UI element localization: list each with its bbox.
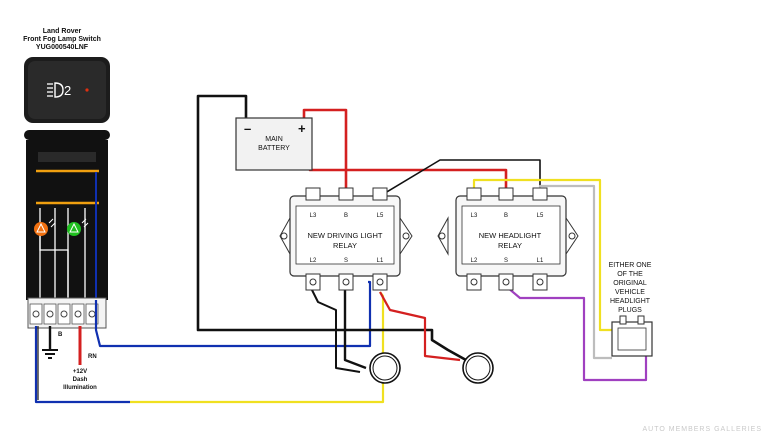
driving-relay-terminal-b: B <box>344 213 348 219</box>
headlight-relay-terminal-l1: L1 <box>537 258 544 264</box>
driving-relay-terminal-l1: L1 <box>377 258 384 264</box>
switch-wire-labels: B RN +12V Dash Illumination <box>58 332 97 391</box>
driving-lamp-2 <box>462 352 494 384</box>
plug-note-line5: HEADLIGHT <box>610 298 651 305</box>
relay-link-wire <box>379 159 541 197</box>
plug-note-line3: ORIGINAL <box>613 280 647 287</box>
headlight-relay-label-line1: NEW HEADLIGHT <box>479 231 542 240</box>
dash-label-line3: Illumination <box>63 385 97 391</box>
dash-label-line1: +12V <box>73 369 87 375</box>
switch-title-line1: Land Rover <box>43 28 82 35</box>
green-led-icon <box>67 218 89 236</box>
plug-note-line4: VEHICLE <box>615 289 645 296</box>
driving-relay-output-wire <box>379 291 461 362</box>
driving-relay-label-line1: NEW DRIVING LIGHT <box>307 231 382 240</box>
switch-title: Land Rover Front Fog Lamp Switch YUG0005… <box>23 28 101 51</box>
driving-relay-label-line2: RELAY <box>333 241 357 250</box>
orange-led-icon <box>34 218 56 236</box>
battery-positive-wire <box>302 108 348 194</box>
driving-lamp-1 <box>369 352 401 384</box>
driving-relay-terminal-l3: L3 <box>310 213 317 219</box>
watermark: AUTO MEMBERS GALLERIES <box>642 426 762 433</box>
headlight-relay-terminal-b: B <box>504 213 508 219</box>
dash-label-line2: Dash <box>73 377 88 383</box>
headlight-relay-terminal-l3: L3 <box>471 213 478 219</box>
plug-note-line1: EITHER ONE <box>609 262 652 269</box>
driving-relay-terminal-s: S <box>344 258 348 264</box>
yellow-wire-headlight <box>472 178 612 332</box>
headlight-feed-wire <box>308 120 508 194</box>
plug-note: EITHER ONE OF THE ORIGINAL VEHICLE HEADL… <box>609 262 652 314</box>
battery-minus-label: – <box>244 121 251 136</box>
driving-relay-s-wire <box>343 290 367 370</box>
blue-wire-to-relay <box>94 280 372 348</box>
battery-label-line1: MAIN <box>265 136 283 143</box>
fog-lamp-rear-number: 2 <box>64 83 71 98</box>
headlight-relay-terminal-l5: L5 <box>537 213 544 219</box>
headlight-relay-terminal-s: S <box>504 258 508 264</box>
switch-front: 2 <box>24 57 110 123</box>
switch-title-line2: Front Fog Lamp Switch <box>23 36 101 43</box>
battery-label-line2: BATTERY <box>258 145 290 152</box>
headlight-relay-label-line2: RELAY <box>498 241 522 250</box>
switch-part-number: YUG000540LNF <box>36 44 89 51</box>
blue-wire-bottom <box>34 326 130 404</box>
headlight-relay: L3 B L5 NEW HEADLIGHT RELAY L2 S L1 <box>437 187 579 291</box>
driving-light-relay: L3 B L5 NEW DRIVING LIGHT RELAY L2 S L1 <box>279 187 413 291</box>
driving-relay-terminal-l2: L2 <box>310 258 317 264</box>
main-battery: – + MAIN BATTERY <box>235 117 313 171</box>
switch-body <box>24 130 110 300</box>
battery-plus-label: + <box>298 121 306 136</box>
driving-relay-terminal-l5: L5 <box>377 213 384 219</box>
driving-relay-l2-wire <box>311 289 361 373</box>
indicator-dot <box>85 88 89 92</box>
headlight-relay-terminal-l2: L2 <box>471 258 478 264</box>
plug-note-line6: PLUGS <box>618 307 642 314</box>
headlight-plug <box>611 315 653 357</box>
switch-connector <box>27 297 107 329</box>
rn-label: RN <box>88 354 97 360</box>
ground-label: B <box>58 332 63 338</box>
battery-negative-wire <box>196 94 467 362</box>
plug-note-line2: OF THE <box>617 271 643 278</box>
